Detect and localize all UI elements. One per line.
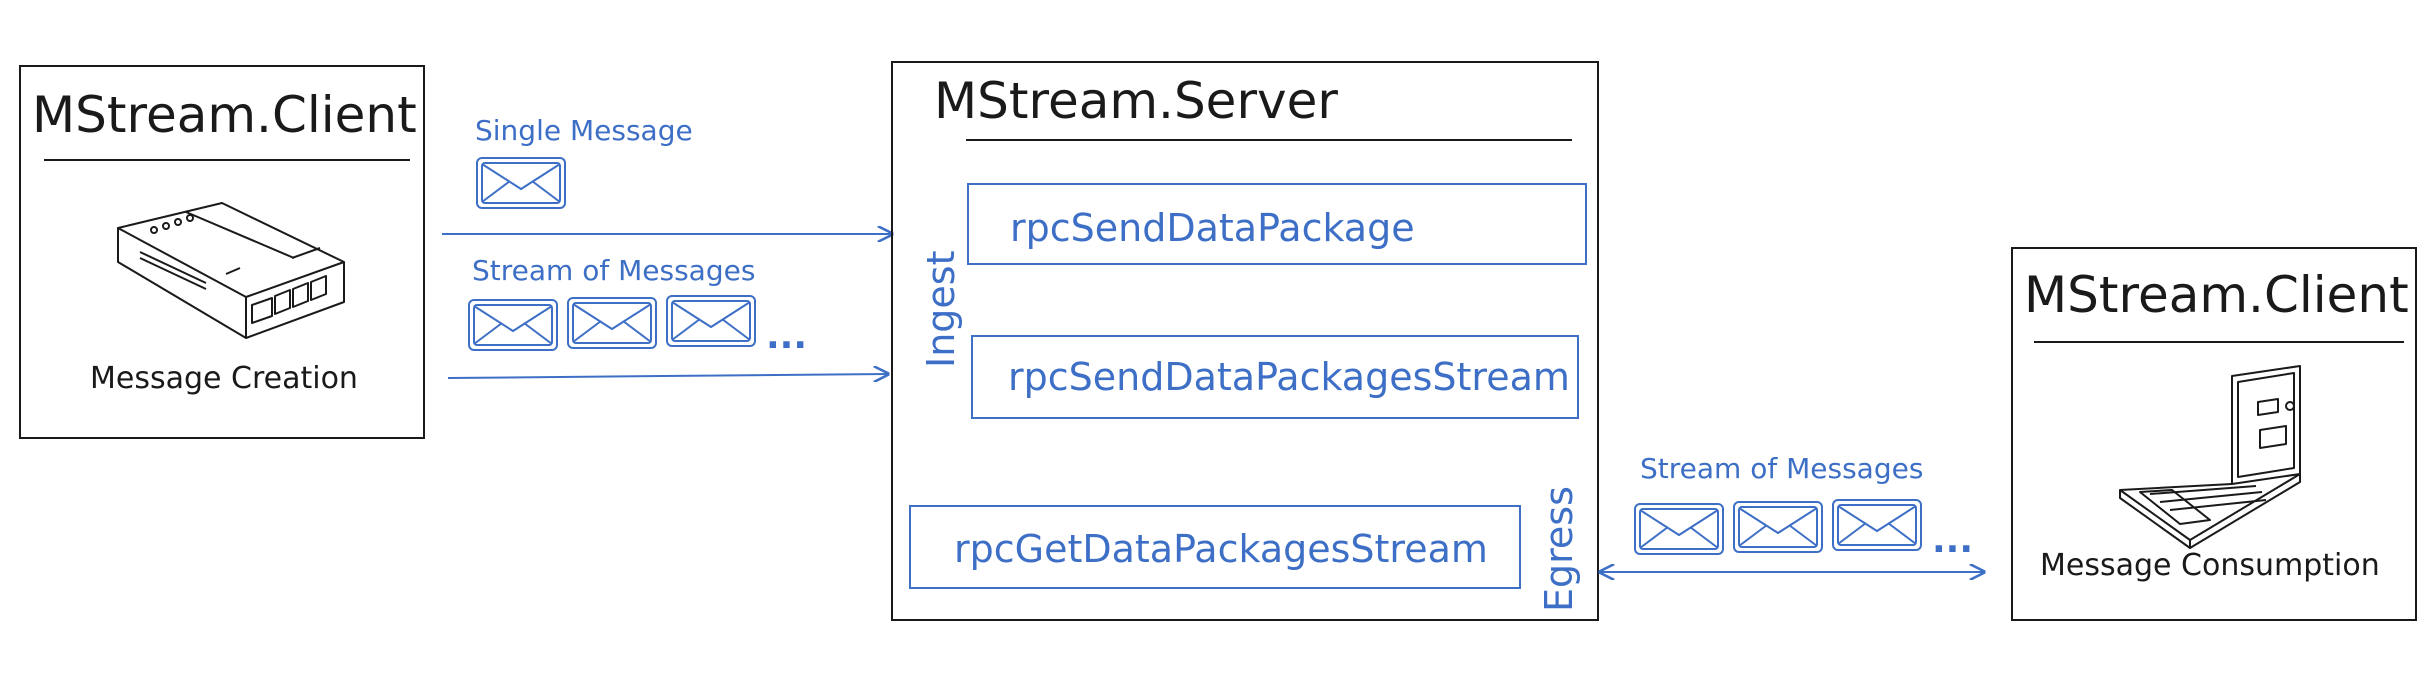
server-title: MStream.Server bbox=[934, 72, 1338, 130]
envelope-icon bbox=[468, 299, 558, 351]
method-send-data-packages-stream-label: rpcSendDataPackagesStream bbox=[1008, 355, 1570, 399]
ingest-label: Ingest bbox=[919, 251, 963, 369]
client-right-caption: Message Consumption bbox=[2040, 548, 2380, 583]
envelope-icon bbox=[1634, 503, 1724, 555]
single-message-label: Single Message bbox=[475, 114, 693, 147]
stream-in-arrow bbox=[447, 374, 888, 378]
client-left-box: MStream.Client Message Creation bbox=[19, 65, 425, 439]
stream-in-label: Stream of Messages bbox=[472, 254, 755, 287]
network-router-icon bbox=[117, 202, 345, 339]
client-left-title: MStream.Client bbox=[32, 86, 417, 144]
method-send-data-packages-stream: rpcSendDataPackagesStream bbox=[971, 335, 1579, 419]
envelope-icon bbox=[476, 157, 566, 209]
envelope-icon bbox=[666, 295, 756, 347]
method-get-data-packages-stream: rpcGetDataPackagesStream bbox=[909, 505, 1521, 589]
envelope-icon bbox=[1832, 499, 1922, 551]
laptop-icon bbox=[2119, 365, 2301, 549]
envelope-icon bbox=[567, 297, 657, 349]
client-right-title: MStream.Client bbox=[2024, 266, 2409, 324]
stream-in-ellipsis: ... bbox=[766, 316, 807, 357]
method-send-data-package: rpcSendDataPackage bbox=[967, 183, 1587, 265]
method-get-data-packages-stream-label: rpcGetDataPackagesStream bbox=[954, 527, 1488, 571]
client-right-box: MStream.Client Message Consumption bbox=[2011, 247, 2417, 621]
stream-out-ellipsis: ... bbox=[1932, 520, 1973, 561]
envelope-icon bbox=[1733, 501, 1823, 553]
server-box: MStream.Server Ingest rpcSendDataPackage… bbox=[891, 61, 1599, 621]
stream-out-label: Stream of Messages bbox=[1640, 452, 1923, 485]
method-send-data-package-label: rpcSendDataPackage bbox=[1010, 206, 1415, 250]
client-left-caption: Message Creation bbox=[90, 361, 358, 396]
egress-label: Egress bbox=[1537, 486, 1581, 612]
